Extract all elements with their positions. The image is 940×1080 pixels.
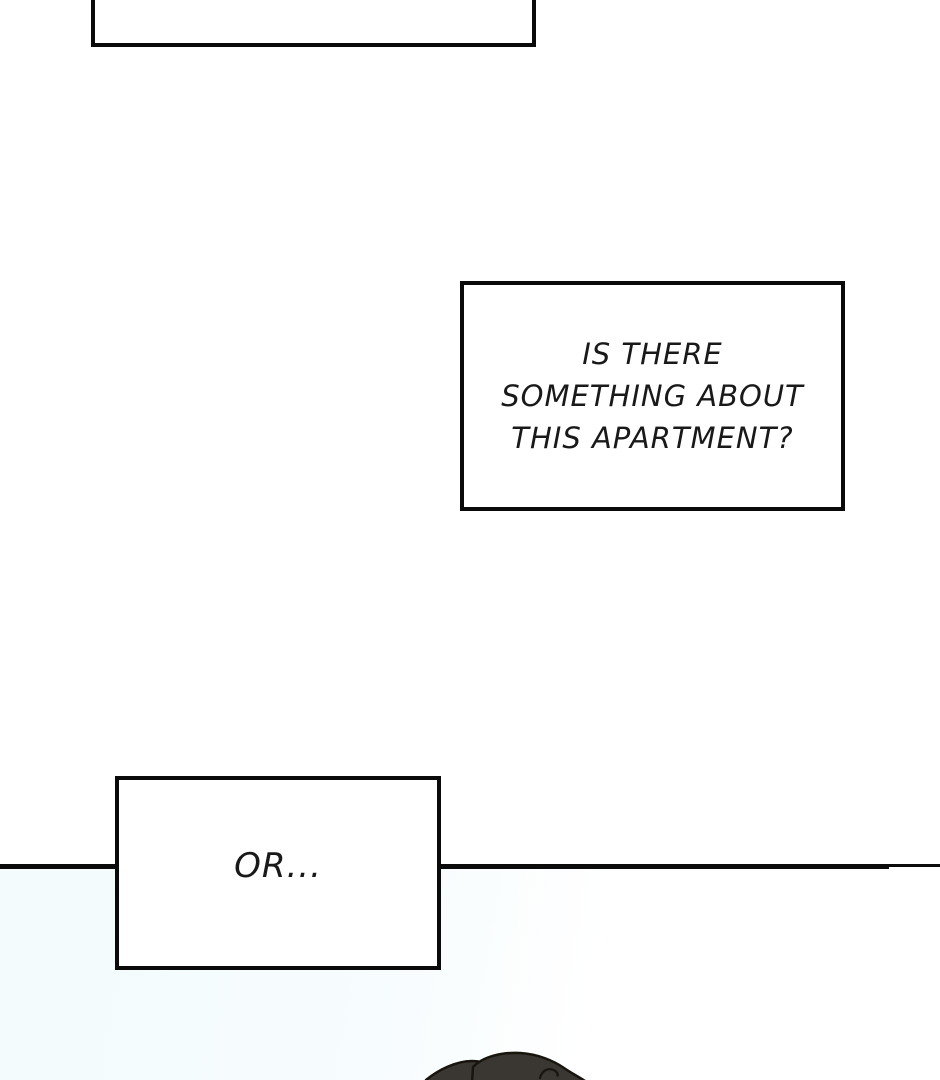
hair-curl-line [538,1068,559,1080]
caption-box-top-cropped [91,0,536,47]
character-hair-top [424,1051,586,1080]
caption-box-or: OR... [115,776,441,970]
caption-text-or: OR... [234,846,322,886]
panel-divider-line [0,864,889,869]
panel-divider-line-tail [889,864,940,867]
caption-box-apartment: IS THERE SOMETHING ABOUT THIS APARTMENT? [460,281,845,511]
caption-line-1: IS THERE [582,337,723,371]
caption-text-apartment: IS THERE SOMETHING ABOUT THIS APARTMENT? [501,333,804,459]
hair-main-mound [470,1051,586,1080]
caption-line-3: THIS APARTMENT? [511,421,794,455]
caption-line-2: SOMETHING ABOUT [501,379,804,413]
